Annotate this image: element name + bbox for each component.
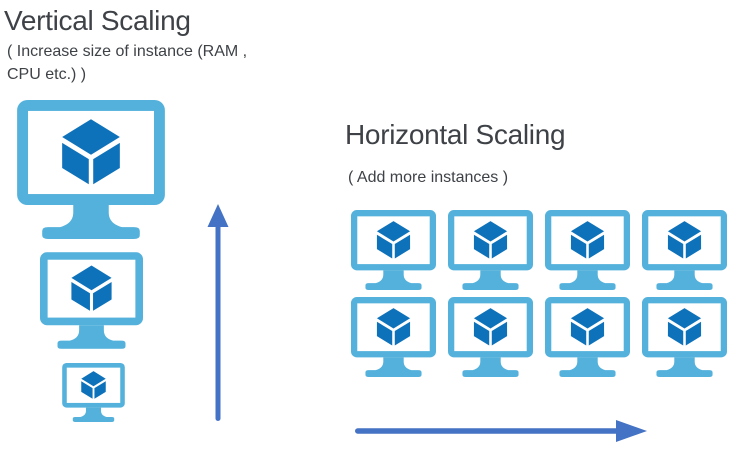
scale-out-arrow-icon bbox=[355, 420, 647, 442]
vm-monitor-icon-medium bbox=[40, 252, 143, 349]
vm-monitor-icon-r2c4 bbox=[642, 297, 727, 377]
vertical-scaling-subtitle-line1: ( Increase size of instance (RAM , bbox=[7, 43, 248, 60]
vm-monitor-icon-r1c1 bbox=[351, 210, 436, 290]
horizontal-scaling-title: Horizontal Scaling bbox=[345, 119, 566, 150]
vm-monitor-icon-r2c1 bbox=[351, 297, 436, 377]
vm-monitor-icon-small bbox=[62, 363, 125, 422]
vm-monitor-icon-r2c2 bbox=[448, 297, 533, 377]
vertical-scaling-subtitle: ( Increase size of instance (RAM , CPU e… bbox=[7, 40, 247, 86]
vm-monitor-icon-large bbox=[17, 100, 165, 239]
vertical-scaling-title: Vertical Scaling bbox=[4, 5, 191, 36]
vm-monitor-icon-r2c3 bbox=[545, 297, 630, 377]
scale-up-arrow-icon bbox=[207, 204, 229, 421]
vm-monitor-icon-r1c2 bbox=[448, 210, 533, 290]
vm-instance-grid bbox=[351, 210, 727, 377]
vertical-scaling-subtitle-line2: CPU etc.) ) bbox=[7, 66, 87, 83]
vm-monitor-icon-r1c4 bbox=[642, 210, 727, 290]
horizontal-scaling-subtitle: ( Add more instances ) bbox=[348, 169, 509, 186]
vm-monitor-icon-r1c3 bbox=[545, 210, 630, 290]
